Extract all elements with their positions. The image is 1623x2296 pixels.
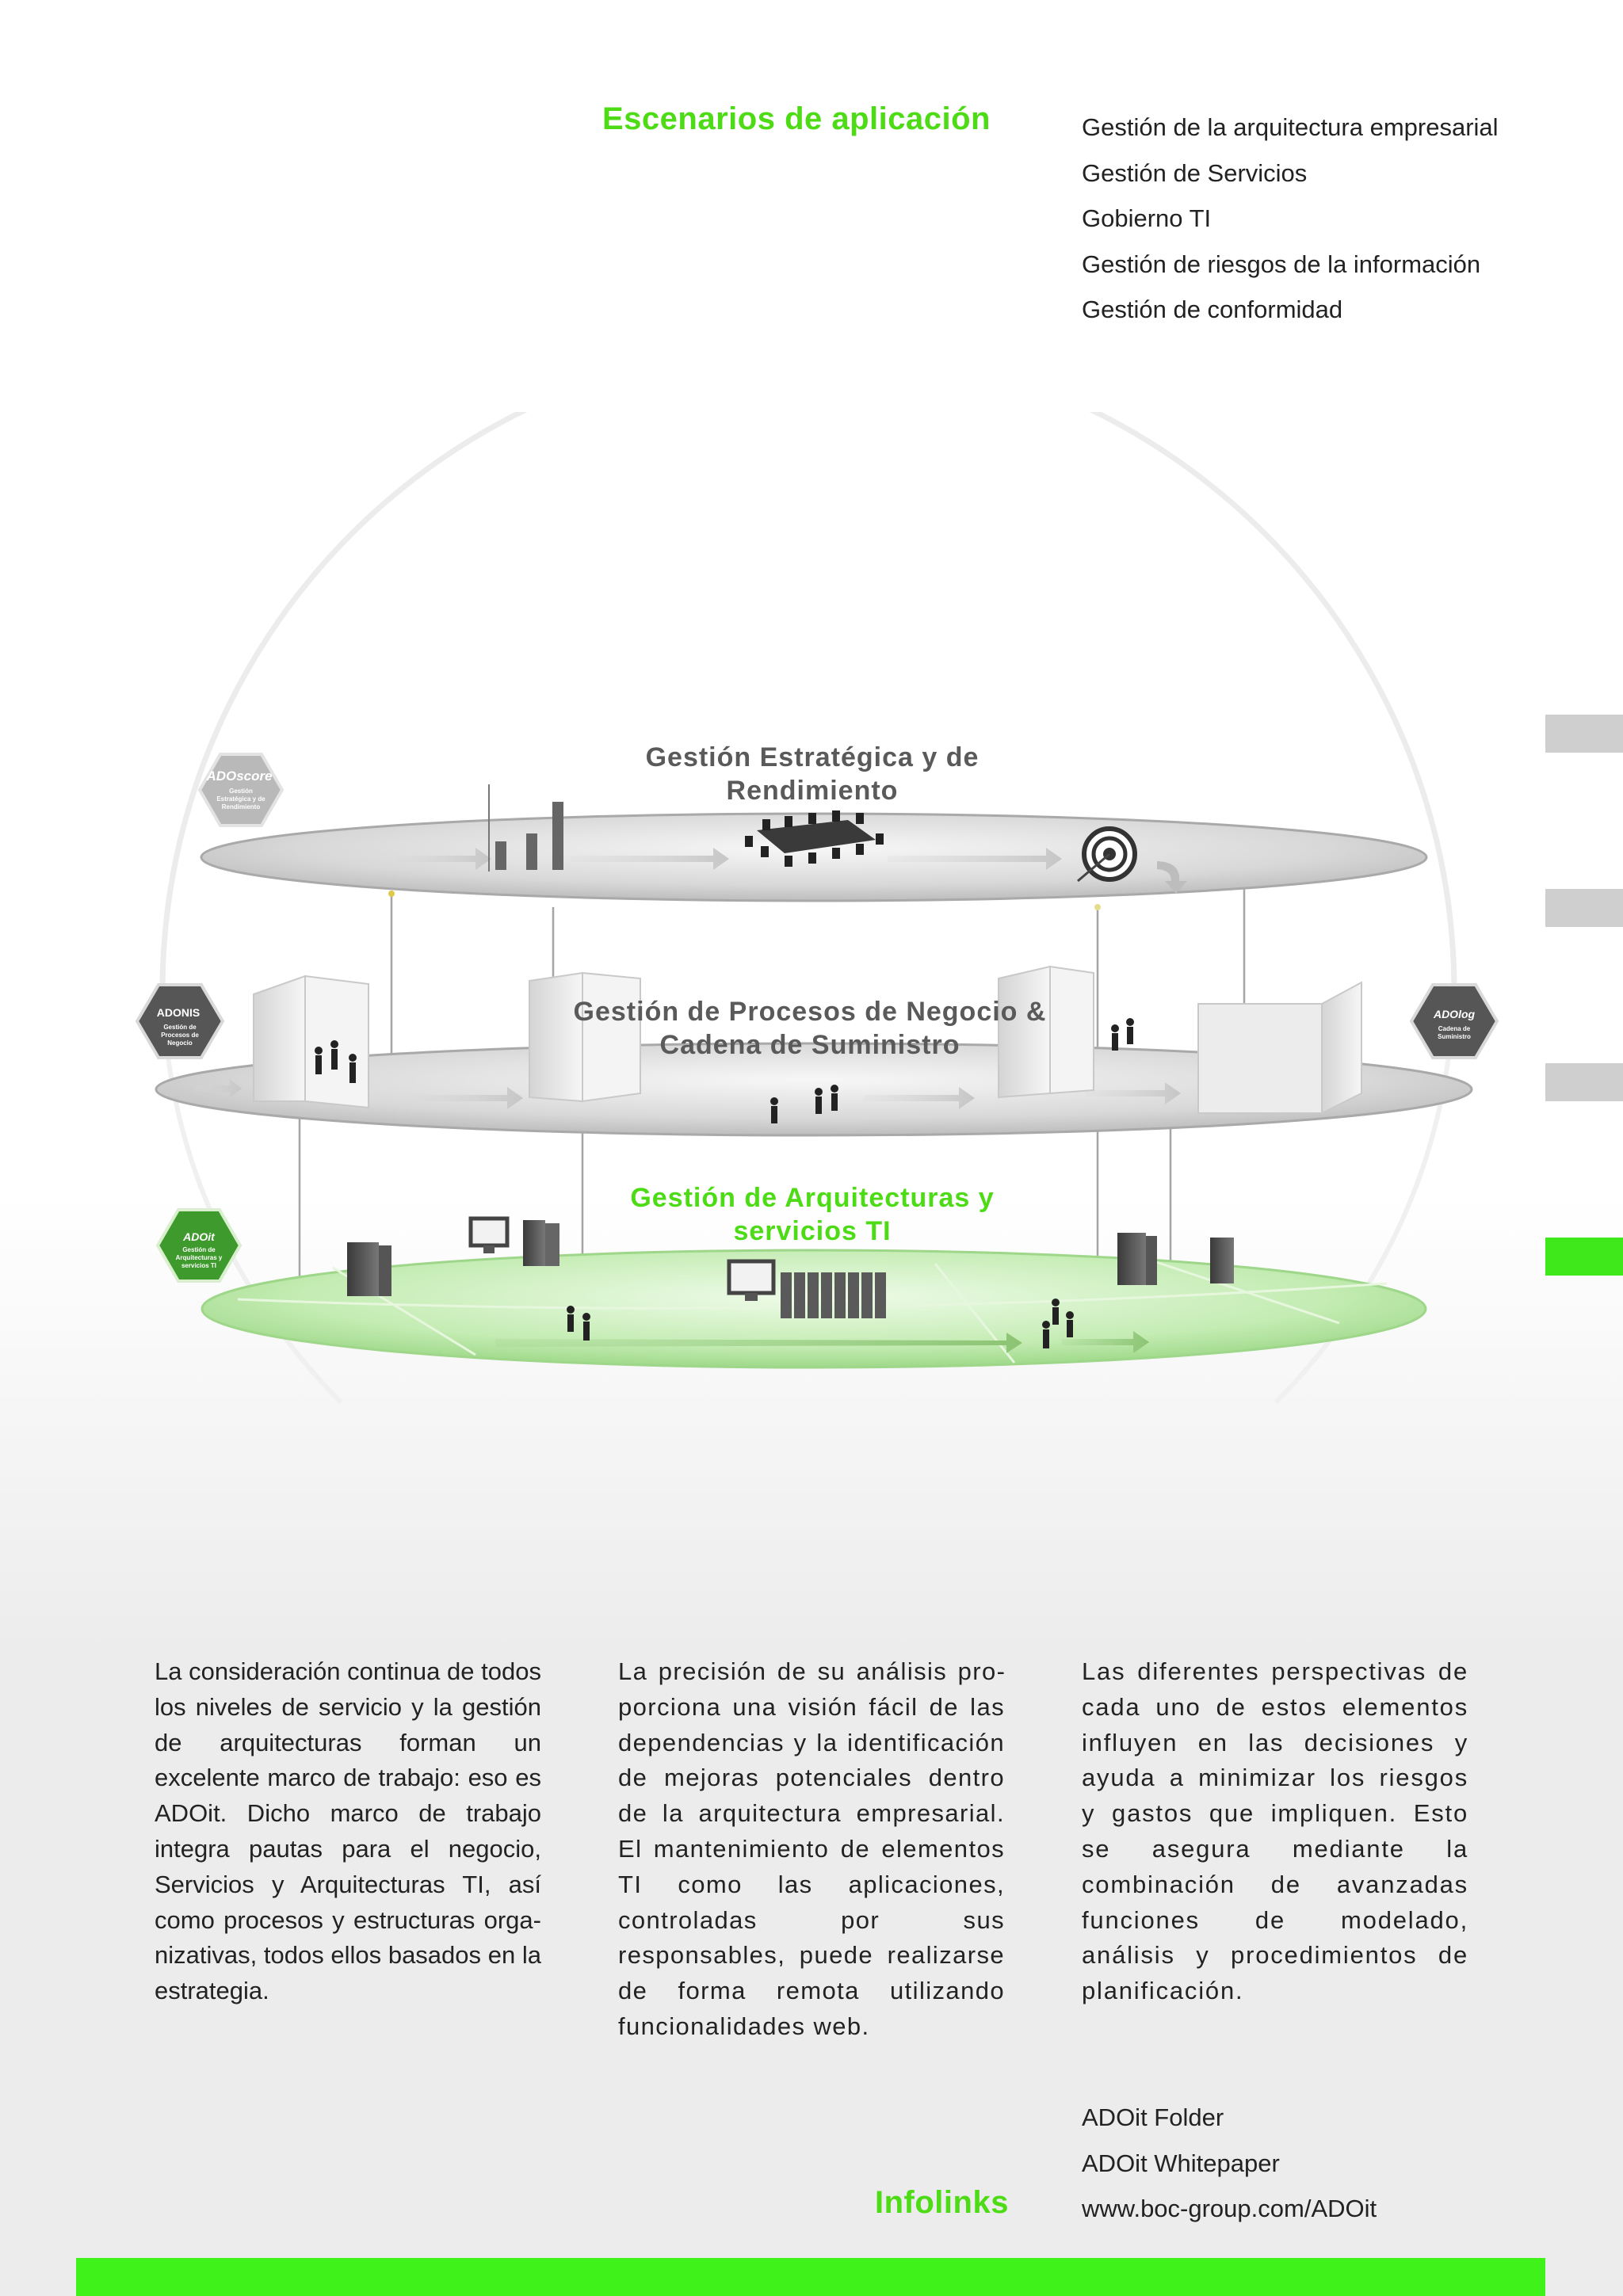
- adolog-badge-name: ADOlog: [1433, 1008, 1476, 1020]
- scenario-item: Gestión de riesgos de la información: [1082, 250, 1481, 278]
- scenario-list: Gestión de la arquitectura empresarial G…: [1082, 105, 1499, 333]
- monitor-icon: [468, 1216, 776, 1301]
- adonis-badge[interactable]: ADONIS Gestión de Procesos de Negocio: [135, 983, 225, 1059]
- layer-title-strategy: Gestión Estratégica y de: [646, 742, 980, 772]
- layer-title-it: Gestión de Arquitecturas y: [630, 1183, 994, 1213]
- adoit-badge-sub: servicios TI: [181, 1262, 216, 1269]
- adoit-badge-name: ADOit: [182, 1230, 216, 1243]
- scenario-item: Gestión de conformidad: [1082, 296, 1343, 323]
- section-tab-1[interactable]: [1545, 715, 1623, 753]
- people-icon: [567, 1299, 1074, 1348]
- layer-title-process-line2: Cadena de Suministro: [660, 1030, 960, 1060]
- meeting-table-icon: [745, 810, 884, 867]
- body-column-3: Las diferentes perspectivas de cada uno …: [1082, 1657, 1468, 2005]
- adonis-badge-name: ADONIS: [157, 1006, 200, 1019]
- scenarios-title: Escenarios de aplicación: [602, 101, 991, 136]
- scenario-item: Gobierno TI: [1082, 204, 1212, 232]
- process-wall-icon: [253, 965, 1362, 1115]
- server-rack-icon: [781, 1272, 886, 1318]
- adonis-badge-sub: Negocio: [167, 1039, 193, 1047]
- server-icon: [347, 1220, 1234, 1296]
- layer-diagram: Gestión de Arquitecturas y servicios TI: [135, 412, 1499, 1405]
- layer-title-process: Gestión de Procesos de Negocio &: [574, 997, 1047, 1027]
- adonis-badge-sub: Gestión de: [163, 1024, 197, 1031]
- adolog-badge-sub: Cadena de: [1438, 1025, 1471, 1032]
- layer-business-process: Gestión de Procesos de Negocio & Cadena …: [155, 965, 1473, 1137]
- infolink-folder[interactable]: ADOit Folder: [1082, 2103, 1224, 2131]
- layer-strategy: Gestión Estratégica y de Rendimiento: [200, 742, 1428, 902]
- adoscore-badge-name: ADOscore: [205, 769, 272, 784]
- adonis-badge-sub: Procesos de: [161, 1032, 199, 1039]
- target-icon: [1077, 826, 1137, 883]
- section-tab-2[interactable]: [1545, 889, 1623, 927]
- infolinks-list: ADOit Folder ADOit Whitepaper www.boc-gr…: [1082, 2095, 1377, 2232]
- layer-title-it-line2: servicios TI: [733, 1216, 891, 1246]
- section-tab-3[interactable]: [1545, 1063, 1623, 1101]
- infolink-whitepaper[interactable]: ADOit Whitepaper: [1082, 2149, 1280, 2177]
- scenario-item: Gestión de la arquitectura empresarial: [1082, 113, 1499, 141]
- layer-title-strategy-line2: Rendimiento: [727, 776, 899, 806]
- adoit-badge[interactable]: ADOit Gestión de Arquitecturas y servici…: [155, 1208, 242, 1283]
- section-tab-active[interactable]: [1545, 1238, 1623, 1276]
- infolinks-title: Infolinks: [875, 2185, 1009, 2220]
- adoit-badge-sub: Gestión de: [182, 1246, 216, 1253]
- adolog-badge[interactable]: ADOlog Cadena de Suministro: [1409, 983, 1499, 1059]
- adoscore-badge-sub: Gestión: [229, 788, 253, 795]
- layer-it-architecture: Gestión de Arquitecturas y servicios TI: [200, 1183, 1427, 1369]
- adolog-badge-sub: Suministro: [1438, 1033, 1471, 1040]
- body-column-1: La consideración continua de to­dos los …: [155, 1657, 541, 2005]
- scenario-item: Gestión de Servicios: [1082, 158, 1308, 187]
- adoscore-badge-sub: Estratégica y de: [216, 795, 265, 803]
- bar-chart-icon: [488, 784, 563, 871]
- people-icon: [315, 1018, 1134, 1123]
- infolink-website[interactable]: www.boc-group.com/ADOit: [1082, 2195, 1377, 2222]
- adoscore-badge-sub: Rendimiento: [222, 803, 261, 810]
- adoscore-badge[interactable]: ADOscore Gestión Estratégica y de Rendim…: [197, 753, 285, 827]
- adoit-badge-sub: Arquitecturas y: [176, 1254, 223, 1261]
- footer-bar: [76, 2258, 1545, 2296]
- body-column-2: La precisión de su análisis pro­porciona…: [618, 1657, 1005, 2040]
